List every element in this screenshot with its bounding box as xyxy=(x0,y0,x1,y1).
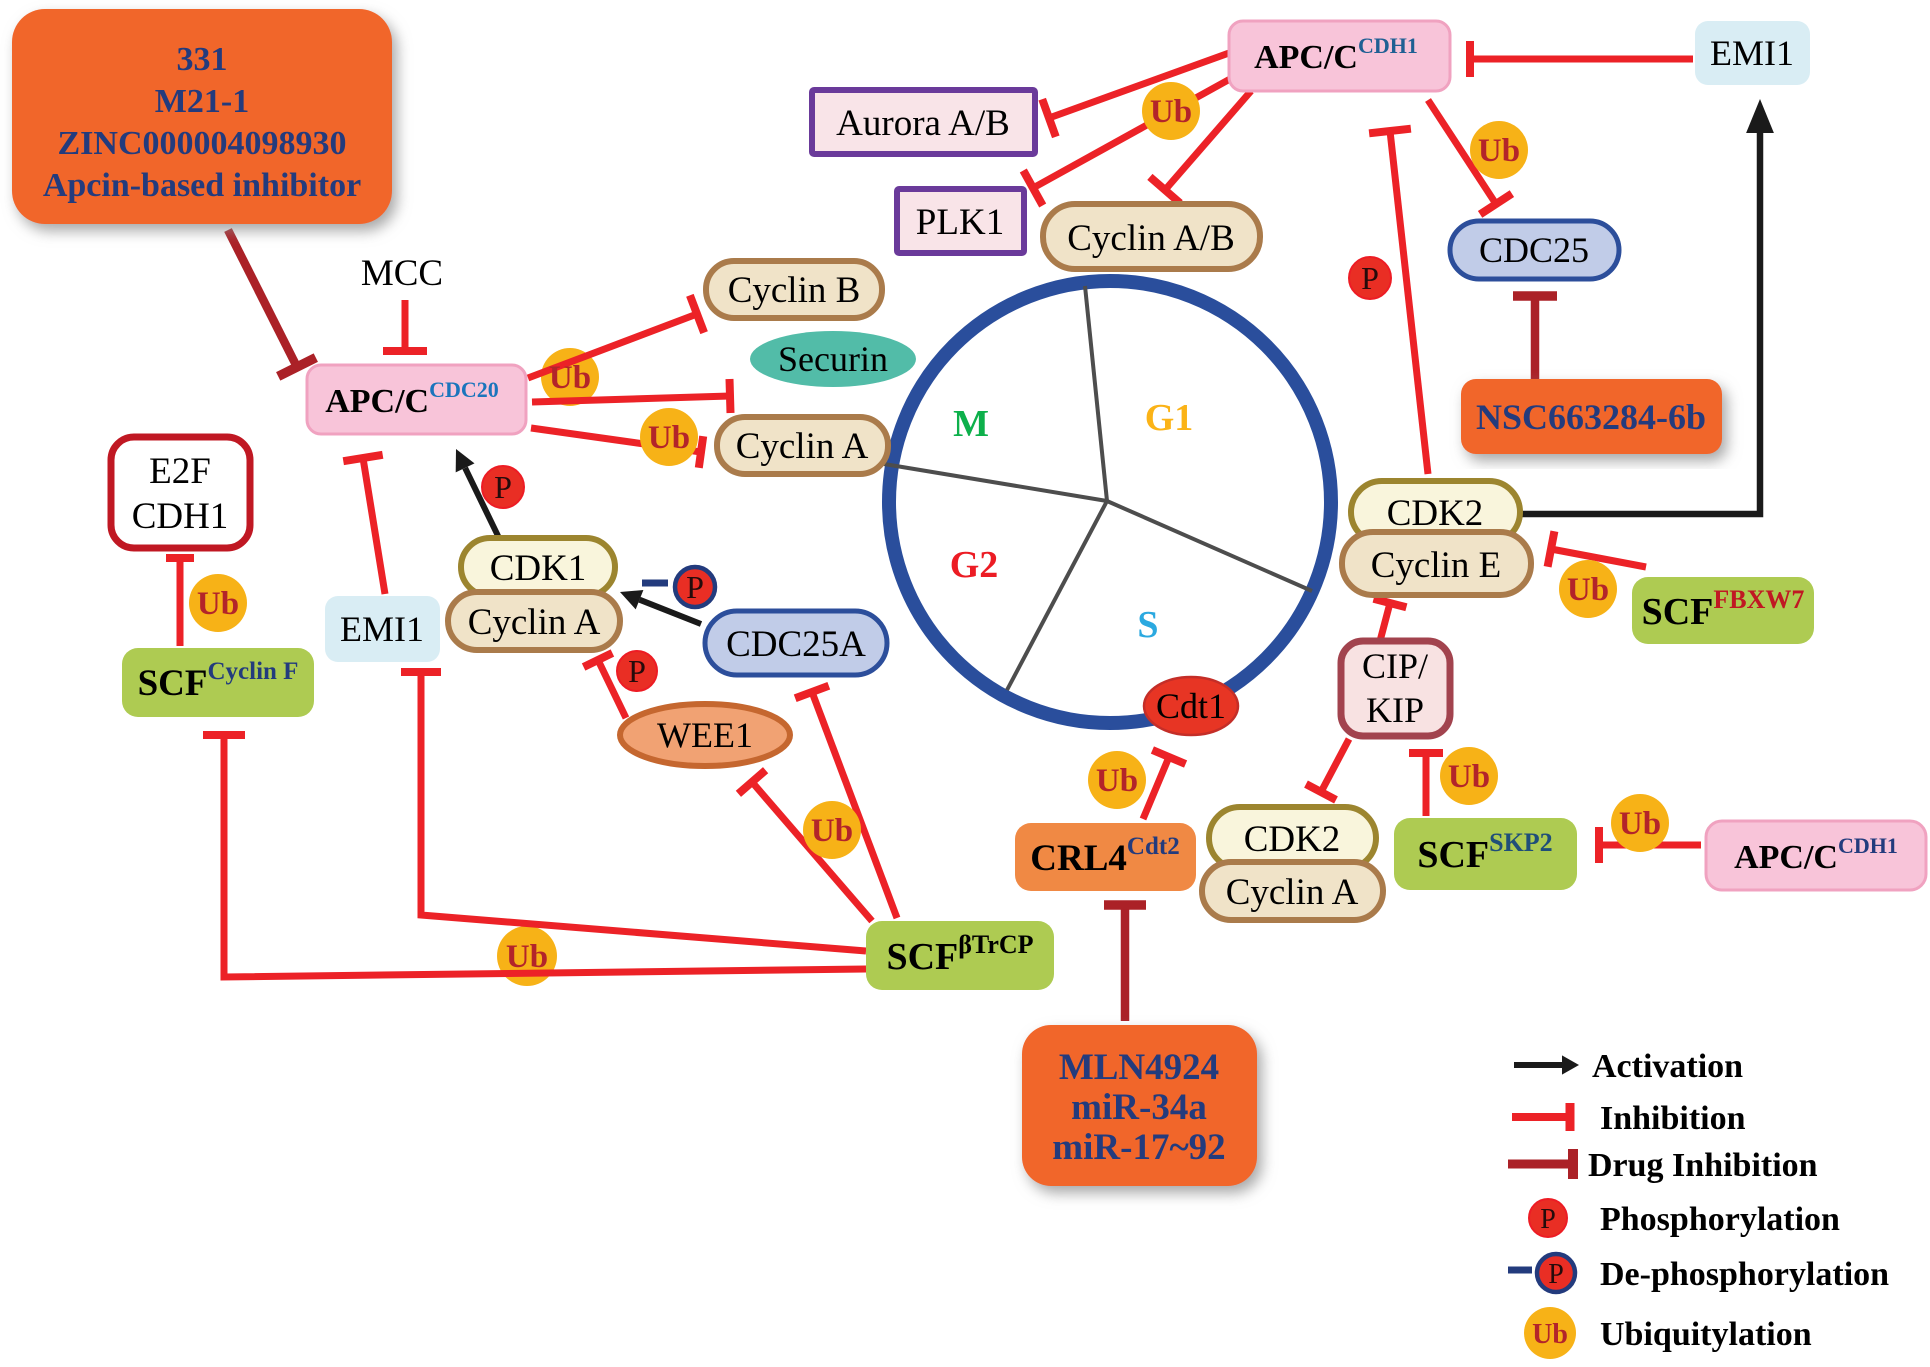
svg-text:P: P xyxy=(494,469,512,505)
svg-text:Ub: Ub xyxy=(1150,94,1192,130)
svg-text:MLN4924: MLN4924 xyxy=(1059,1047,1219,1088)
svg-text:Cyclin A/B: Cyclin A/B xyxy=(1067,218,1235,259)
svg-text:Ub: Ub xyxy=(811,813,853,849)
svg-text:CDH1: CDH1 xyxy=(132,496,229,537)
svg-text:De-phosphorylation: De-phosphorylation xyxy=(1600,1256,1889,1293)
svg-text:G2: G2 xyxy=(950,544,999,586)
svg-text:Ub: Ub xyxy=(1096,763,1138,799)
svg-text:NSC663284-6b: NSC663284-6b xyxy=(1476,397,1706,437)
svg-text:Ub: Ub xyxy=(1478,133,1520,169)
svg-text:G1: G1 xyxy=(1145,397,1194,439)
svg-text:P: P xyxy=(628,653,646,689)
svg-text:S: S xyxy=(1137,604,1158,646)
svg-text:Ub: Ub xyxy=(1567,572,1609,608)
svg-text:P: P xyxy=(1548,1259,1564,1290)
svg-text:Ub: Ub xyxy=(1532,1319,1568,1350)
svg-text:MCC: MCC xyxy=(361,253,443,294)
svg-text:Cyclin A: Cyclin A xyxy=(1226,872,1359,913)
svg-text:KIP: KIP xyxy=(1366,690,1424,730)
svg-text:Securin: Securin xyxy=(778,339,888,379)
svg-text:Ub: Ub xyxy=(506,939,548,975)
svg-text:331: 331 xyxy=(177,41,228,78)
svg-text:Ub: Ub xyxy=(1619,806,1661,842)
svg-text:EMI1: EMI1 xyxy=(1710,33,1794,73)
svg-text:EMI1: EMI1 xyxy=(340,609,424,649)
svg-text:Cyclin E: Cyclin E xyxy=(1371,545,1502,586)
svg-text:Inhibition: Inhibition xyxy=(1600,1100,1746,1137)
svg-text:PLK1: PLK1 xyxy=(916,202,1004,243)
svg-text:SCFSKP2: SCFSKP2 xyxy=(1417,828,1552,876)
svg-text:CDK2: CDK2 xyxy=(1387,493,1484,534)
svg-text:P: P xyxy=(1361,260,1379,296)
svg-text:P: P xyxy=(686,569,704,605)
svg-text:CDC25A: CDC25A xyxy=(726,624,866,665)
svg-text:Apcin-based inhibitor: Apcin-based inhibitor xyxy=(43,167,361,204)
svg-text:Phosphorylation: Phosphorylation xyxy=(1600,1201,1840,1238)
svg-text:E2F: E2F xyxy=(149,451,211,492)
svg-text:CDC25: CDC25 xyxy=(1479,230,1589,270)
svg-text:CDK1: CDK1 xyxy=(490,548,587,589)
svg-text:Ub: Ub xyxy=(197,586,239,622)
svg-text:Activation: Activation xyxy=(1592,1048,1743,1085)
svg-text:M: M xyxy=(953,403,989,445)
svg-text:Cyclin B: Cyclin B xyxy=(728,270,861,311)
svg-text:Ub: Ub xyxy=(648,420,690,456)
svg-text:Ub: Ub xyxy=(1448,759,1490,795)
svg-text:miR-17~92: miR-17~92 xyxy=(1052,1127,1225,1168)
svg-text:P: P xyxy=(1540,1204,1556,1235)
svg-text:M21-1: M21-1 xyxy=(155,83,249,120)
svg-text:WEE1: WEE1 xyxy=(657,715,753,755)
svg-text:Drug Inhibition: Drug Inhibition xyxy=(1588,1147,1818,1184)
svg-text:Ubiquitylation: Ubiquitylation xyxy=(1600,1316,1812,1353)
svg-text:ZINC000004098930: ZINC000004098930 xyxy=(57,125,346,162)
svg-text:CDK2: CDK2 xyxy=(1244,819,1341,860)
svg-text:Cdt1: Cdt1 xyxy=(1156,686,1226,726)
svg-text:Cyclin A: Cyclin A xyxy=(736,426,869,467)
svg-text:CIP/: CIP/ xyxy=(1362,646,1428,686)
svg-text:Ub: Ub xyxy=(549,360,591,396)
svg-text:Aurora A/B: Aurora A/B xyxy=(836,103,1010,144)
svg-text:miR-34a: miR-34a xyxy=(1071,1087,1207,1128)
svg-text:APC/CCDC20: APC/CCDC20 xyxy=(325,377,499,420)
svg-text:Cyclin A: Cyclin A xyxy=(468,602,601,643)
